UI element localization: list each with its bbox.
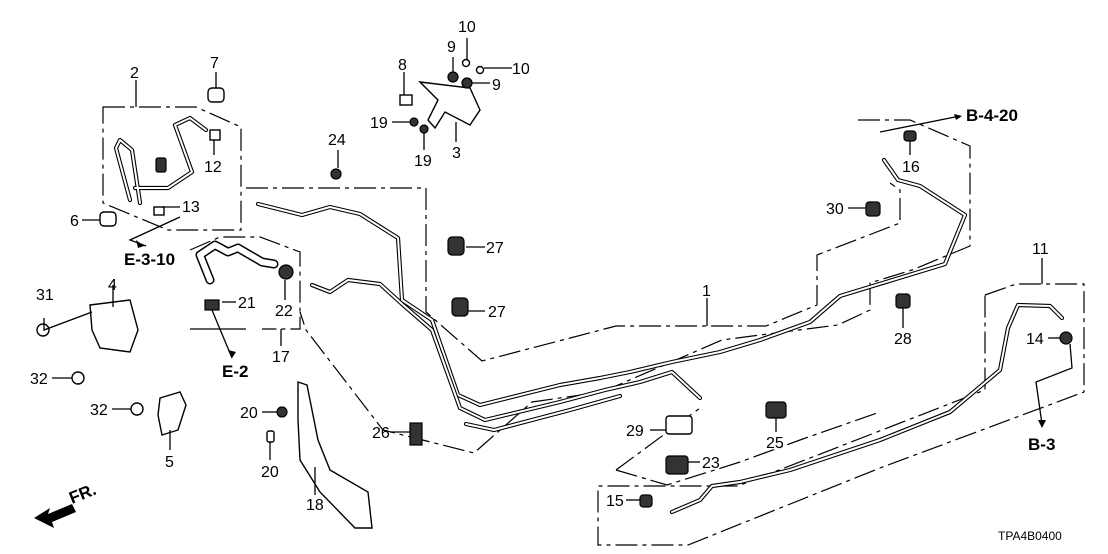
- callout-23: 23: [702, 455, 720, 472]
- callout-9b: 9: [492, 77, 501, 94]
- part-20a-nut: [276, 406, 288, 418]
- callout-10b: 10: [512, 61, 530, 78]
- part-7-grommet: [207, 87, 225, 103]
- part-14-clip: [1059, 331, 1073, 345]
- front-arrow-icon: [34, 504, 76, 528]
- front-direction-indicator: FR.: [34, 480, 99, 528]
- part-23-clip: [665, 455, 689, 475]
- callout-18: 18: [306, 497, 324, 514]
- part-glyphs: [36, 58, 1073, 529]
- callout-24: 24: [328, 132, 346, 149]
- part-28-clip: [895, 293, 911, 309]
- callout-17: 17: [272, 349, 290, 366]
- callout-11: 11: [1032, 241, 1049, 258]
- hose-17[interactable]: [195, 240, 279, 285]
- part-31-nut: [36, 323, 50, 337]
- callout-10a: 10: [458, 19, 476, 36]
- pipe-assembly-1[interactable]: [255, 157, 968, 433]
- ref-b-3[interactable]: B-3: [1028, 435, 1055, 454]
- part-29-clip: [665, 415, 693, 435]
- part-32b-bolt: [130, 402, 144, 416]
- callout-27a: 27: [486, 240, 504, 257]
- callout-7: 7: [210, 55, 219, 72]
- group-boundaries: [102, 106, 1085, 546]
- part-19b-clip: [419, 124, 429, 134]
- ref-e-3-10[interactable]: E-3-10: [124, 250, 175, 269]
- part-30-clip: [865, 201, 881, 217]
- part-26-clip: [409, 422, 423, 446]
- reference-links[interactable]: E-3-10 E-2 B-4-20 B-3: [124, 106, 1055, 454]
- group-2-boundary: [102, 106, 242, 231]
- part-13-clip: [153, 206, 165, 216]
- callout-14: 14: [1026, 331, 1044, 348]
- arrowhead-e-3-10: [136, 240, 144, 248]
- callout-20a: 20: [240, 405, 258, 422]
- arrowhead-b-3: [1038, 420, 1046, 428]
- callout-13: 13: [182, 199, 200, 216]
- group-11-boundary: [597, 283, 1085, 546]
- leader-lines: [43, 38, 1073, 501]
- diagram-code: TPA4B0400: [998, 529, 1062, 543]
- part-16-clip: [903, 130, 917, 142]
- part-27a-clamp: [447, 236, 465, 256]
- callout-20b: 20: [261, 464, 279, 481]
- callout-1: 1: [702, 283, 711, 300]
- part-9a-nut: [447, 71, 459, 83]
- callout-19b: 19: [414, 153, 432, 170]
- group-1-boundary: [246, 119, 971, 454]
- callout-16: 16: [902, 159, 920, 176]
- callout-9a: 9: [447, 39, 456, 56]
- callout-26: 26: [372, 425, 390, 442]
- part-10a-nut: [461, 58, 471, 68]
- pipe-11[interactable]: [669, 302, 1065, 515]
- part-18-bracket: [297, 381, 373, 529]
- part-19a-clip: [409, 117, 419, 127]
- callout-12: 12: [204, 159, 222, 176]
- part-10b-nut: [475, 65, 485, 75]
- part-22-clip: [278, 264, 294, 280]
- part-9b-nut: [461, 77, 473, 89]
- part-8-clip: [399, 94, 413, 106]
- callout-labels: 1 2 3 4 5 6 7 8 9 9 10 10 11 12 13 14 15…: [30, 19, 1049, 514]
- arrowhead-e-2: [228, 350, 236, 358]
- part-6-grommet: [99, 211, 117, 227]
- callout-6: 6: [70, 213, 79, 230]
- pipe-2[interactable]: [113, 115, 209, 206]
- callout-5: 5: [165, 454, 174, 471]
- ref-b-4-20[interactable]: B-4-20: [966, 106, 1018, 125]
- part-12-clip: [209, 129, 221, 141]
- callout-25: 25: [766, 435, 784, 452]
- ref-e-2[interactable]: E-2: [222, 362, 248, 381]
- part-3-bracket: [418, 81, 481, 130]
- callout-2: 2: [130, 65, 139, 82]
- callout-19a: 19: [370, 115, 388, 132]
- group-15-23-boundary: [615, 407, 881, 486]
- arrowhead-b-4-20: [954, 114, 962, 120]
- part-clip-group2: [155, 157, 167, 173]
- part-20b-clip: [266, 430, 275, 443]
- callout-21: 21: [238, 295, 256, 312]
- part-15-clip: [639, 494, 653, 508]
- part-24-clip: [330, 168, 342, 180]
- callout-32a: 32: [30, 371, 48, 388]
- part-21-clip: [204, 299, 220, 311]
- callout-15: 15: [606, 493, 624, 510]
- callout-30: 30: [826, 201, 844, 218]
- callout-32b: 32: [90, 402, 108, 419]
- callout-28: 28: [894, 331, 912, 348]
- part-5-bracket: [157, 391, 187, 436]
- part-32a-bolt: [71, 371, 85, 385]
- callout-22: 22: [275, 303, 293, 320]
- part-4-cover: [89, 299, 139, 353]
- part-27b-clamp: [451, 297, 469, 317]
- callout-27b: 27: [488, 304, 506, 321]
- group-17-boundary: [189, 236, 301, 330]
- callout-3: 3: [452, 145, 461, 162]
- front-label: FR.: [66, 480, 99, 508]
- callout-29: 29: [626, 423, 644, 440]
- callout-8: 8: [398, 57, 407, 74]
- callout-4: 4: [108, 277, 117, 294]
- callout-31: 31: [36, 287, 54, 304]
- part-25-clip: [765, 401, 787, 419]
